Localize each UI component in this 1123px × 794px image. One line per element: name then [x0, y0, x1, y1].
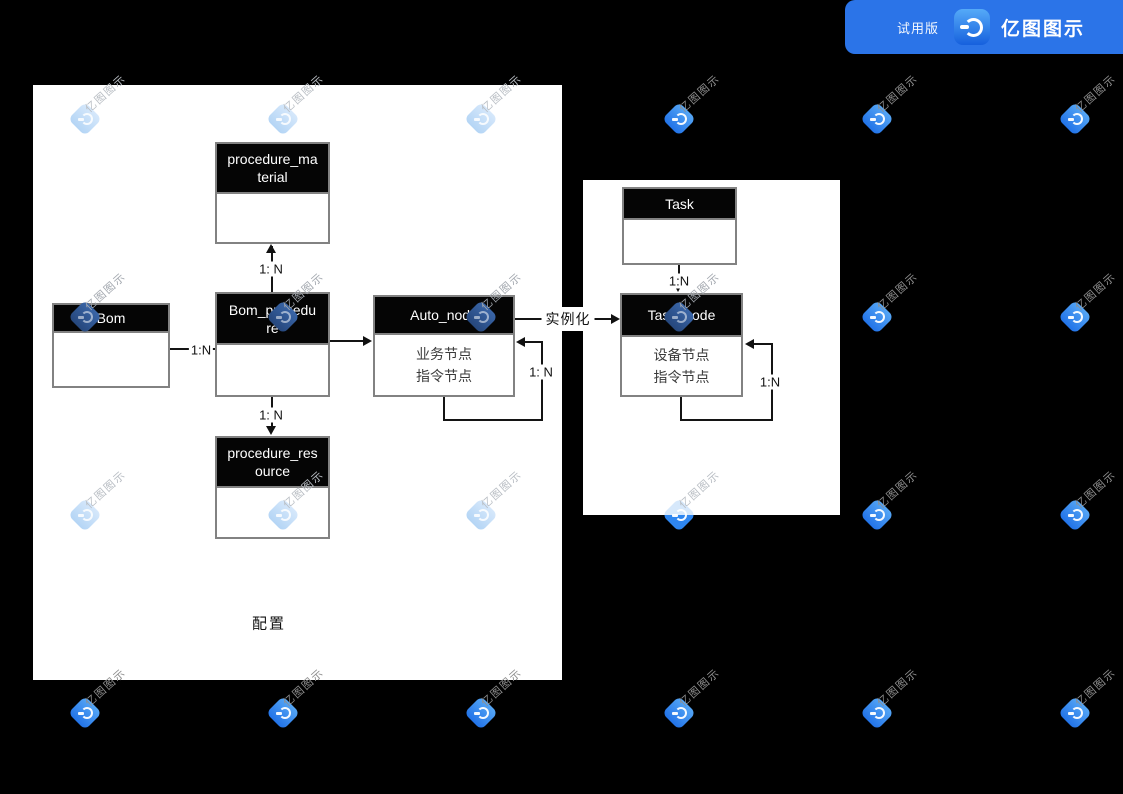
trial-version-label: 试用版: [897, 20, 940, 36]
cardinality-label: 1:N: [188, 342, 214, 358]
connector-autonode-selfloop: [541, 342, 543, 421]
brand-name: 亿图图示: [1001, 18, 1086, 40]
entity-bom-procedure: Bom_procedu re: [215, 292, 330, 397]
connector-autonode-selfloop: [443, 397, 445, 421]
connector-tasknode-selfloop: [680, 397, 682, 421]
cardinality-label: 1: N: [257, 261, 285, 277]
watermark-text: 亿图图示: [677, 666, 723, 710]
watermark-text: 亿图图示: [875, 72, 921, 116]
watermark-text: 亿图图示: [1073, 468, 1119, 512]
entity-body: 业务节点 指令节点: [416, 346, 472, 384]
watermark-text: 亿图图示: [1073, 72, 1119, 116]
entity-procedure-material: procedure_ma terial: [215, 142, 330, 244]
arrowhead-left-icon: [516, 337, 525, 347]
watermark-text: 亿图图示: [677, 72, 723, 116]
config-region-label: 配置: [251, 615, 287, 633]
arrowhead-right-icon: [611, 314, 620, 324]
entity-procedure-resource: procedure_res ource: [215, 436, 330, 539]
cardinality-label: 1: N: [527, 364, 555, 380]
entity-title: procedure_ma terial: [217, 144, 328, 194]
edraw-logo-icon: [954, 9, 991, 45]
connector-tasknode-selfloop: [680, 419, 773, 421]
trial-banner[interactable]: 试用版 亿图图示: [845, 0, 1123, 54]
watermark-text: 亿图图示: [875, 468, 921, 512]
arrowhead-right-icon: [363, 336, 372, 346]
entity-auto-node: Auto_node 业务节点 指令节点: [373, 295, 515, 397]
entity-task: Task: [622, 187, 737, 265]
entity-body: 设备节点 指令节点: [653, 347, 710, 385]
connector-autonode-selfloop: [443, 419, 543, 421]
watermark-text: 亿图图示: [1073, 666, 1119, 710]
entity-title: Task: [624, 189, 735, 220]
arrowhead-up-icon: [266, 244, 276, 253]
entity-title: procedure_res ource: [217, 438, 328, 488]
watermark-text: 亿图图示: [1073, 270, 1119, 314]
arrowhead-down-icon: [266, 426, 276, 435]
cardinality-label: 1:N: [757, 374, 783, 390]
connector-autonode-selfloop: [525, 341, 543, 343]
instantiate-label: 实例化: [541, 307, 595, 331]
connector-bomprocedure-autonode: [330, 340, 366, 342]
watermark-text: 亿图图示: [875, 666, 921, 710]
connector-tasknode-selfloop: [754, 343, 773, 345]
watermark-text: 亿图图示: [875, 270, 921, 314]
arrowhead-left-icon: [745, 339, 754, 349]
cardinality-label: 1: N: [257, 407, 285, 423]
cardinality-label: 1:N: [666, 273, 692, 289]
